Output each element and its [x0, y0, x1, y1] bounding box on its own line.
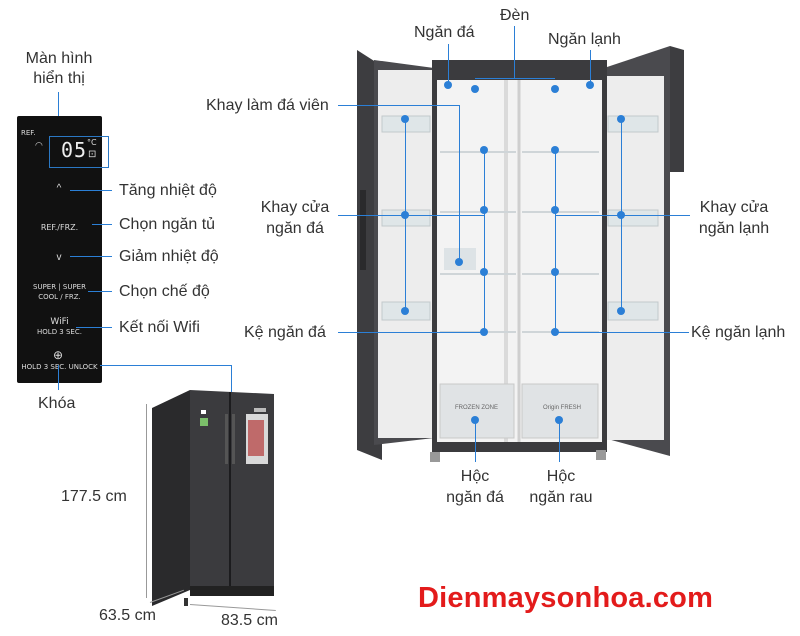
select-mode-button[interactable]: SUPER | SUPER COOL / FRZ. [17, 283, 102, 305]
label-freezer-drawer-line1: Hộc [460, 468, 490, 485]
pointer-light-horizontal [475, 78, 555, 79]
pointer-ice-tray [338, 105, 460, 106]
chevron-up-icon: ^ [56, 183, 62, 194]
pointer-panel-to-fridge [100, 365, 232, 366]
dot-freezer-shelf-2 [480, 206, 488, 214]
temperature-unit: °C [87, 138, 97, 147]
dot-freezer-shelf-3 [480, 268, 488, 276]
dot-light-right [551, 85, 559, 93]
temperature-display: 05 [61, 138, 88, 162]
pointer-freezer-shelf-vertical [484, 150, 485, 334]
dot-fridge [586, 81, 594, 89]
decrease-temp-button[interactable]: v [51, 252, 67, 264]
dot-fridge-shelf-2 [551, 206, 559, 214]
dot-fridge-bin-3 [617, 307, 625, 315]
pointer-vegetable-drawer [559, 420, 560, 462]
label-fridge-shelf: Kệ ngăn lạnh [691, 324, 786, 341]
panel-title-line2: hiển thị [33, 70, 85, 87]
dot-fridge-bin-2 [617, 211, 625, 219]
label-fridge-door-bin: Khay cửa ngăn lạnh [692, 197, 776, 239]
label-decrease-temp: Giảm nhiệt độ [119, 248, 219, 265]
pointer-increase [70, 190, 112, 191]
pointer-select-compartment [92, 224, 112, 225]
label-freezer-compartment: Ngăn đá [414, 24, 475, 41]
select-compartment-button[interactable]: REF./FRZ. [40, 223, 79, 232]
pointer-wifi [76, 327, 112, 328]
label-freezer-door-bin-line2: ngăn đá [266, 220, 324, 237]
label-fridge-door-bin-line1: Khay cửa [699, 199, 769, 216]
dot-freezer-bin-2 [401, 211, 409, 219]
dot-fridge-bin-1 [617, 115, 625, 123]
pointer-freezer [448, 44, 449, 84]
increase-temp-button[interactable]: ^ [51, 183, 67, 195]
label-vegetable-drawer-line2: ngăn rau [529, 489, 593, 506]
dot-light-left [471, 85, 479, 93]
label-select-mode: Chọn chế độ [119, 283, 210, 300]
wifi-button[interactable]: WiFi HOLD 3 SEC. [17, 317, 102, 339]
temperature-display-frame [49, 136, 109, 168]
panel-title-line1: Màn hình [25, 50, 93, 67]
label-freezer-door-bin-line1: Khay cửa [260, 199, 330, 216]
dot-fridge-shelf-3 [551, 268, 559, 276]
ref-label: REF. [21, 129, 36, 137]
label-width: 83.5 cm [221, 612, 278, 629]
cool-frz-label: COOL / FRZ. [38, 293, 81, 301]
panel-title: Màn hình hiển thị [16, 49, 102, 89]
lock-icon: ⊕ [53, 348, 64, 362]
pointer-lock [58, 365, 59, 390]
control-panel: REF. ◠ 05 °C ⊡ ^ REF./FRZ. v SUPER | SUP… [17, 116, 109, 383]
dot-fridge-shelf-1 [551, 146, 559, 154]
wifi-hold-label: HOLD 3 SEC. [37, 328, 82, 336]
pointer-fridge-shelf-vertical [555, 150, 556, 334]
dot-freezer-shelf-1 [480, 146, 488, 154]
panel-title-pointer [58, 92, 59, 124]
pointer-freezer-drawer [475, 420, 476, 462]
label-ice-tray: Khay làm đá viên [206, 97, 329, 114]
wifi-indicator-icon: ◠ [35, 140, 43, 150]
label-fridge-door-bin-line2: ngăn lạnh [698, 220, 770, 237]
unlock-label: HOLD 3 SEC. UNLOCK [21, 363, 98, 371]
lock-button[interactable]: ⊕ HOLD 3 SEC. UNLOCK [17, 346, 102, 376]
label-depth: 63.5 cm [99, 607, 156, 624]
super-label: SUPER | SUPER [33, 283, 86, 291]
closed-fridge-illustration [152, 390, 274, 606]
label-freezer-drawer: Hộc ngăn đá [440, 466, 510, 508]
label-fridge-compartment: Ngăn lạnh [548, 31, 621, 48]
chevron-down-icon: v [56, 252, 62, 263]
drawer-left-label: FROZEN ZONE [455, 405, 498, 411]
pointer-ice-tray-down [459, 105, 460, 260]
label-wifi: Kết nối Wifi [119, 319, 200, 336]
label-light: Đèn [500, 7, 530, 24]
dot-freezer-shelf-4 [480, 328, 488, 336]
label-height: 177.5 cm [61, 488, 127, 505]
label-freezer-shelf: Kệ ngăn đá [244, 324, 326, 341]
label-vegetable-drawer-line1: Hộc [546, 468, 576, 485]
label-lock: Khóa [38, 395, 76, 412]
label-freezer-drawer-line2: ngăn đá [446, 489, 504, 506]
pointer-decrease [70, 256, 112, 257]
drawer-right-label: Origin FRESH [543, 405, 582, 411]
pointer-freezer-door-bin [338, 215, 484, 216]
label-vegetable-drawer: Hộc ngăn rau [522, 466, 600, 508]
dot-fridge-shelf-4 [551, 328, 559, 336]
dot-freezer-bin-3 [401, 307, 409, 315]
label-freezer-door-bin: Khay cửa ngăn đá [255, 197, 335, 239]
pointer-mode [88, 291, 112, 292]
wifi-label: WiFi [50, 317, 69, 327]
pointer-fridge-shelf [555, 332, 689, 333]
label-select-compartment: Chọn ngăn tủ [119, 216, 216, 233]
pointer-light-vertical [514, 26, 515, 78]
dot-freezer [444, 81, 452, 89]
brand-watermark: Dienmaysonhoa.com [418, 582, 714, 614]
dot-ice-tray [455, 258, 463, 266]
pointer-fridge [590, 50, 591, 84]
label-increase-temp: Tăng nhiệt độ [119, 182, 217, 199]
height-dimension-line [146, 404, 147, 598]
pointer-freezer-shelf [338, 332, 484, 333]
dot-freezer-bin-1 [401, 115, 409, 123]
lock-indicator-icon: ⊡ [88, 149, 97, 160]
